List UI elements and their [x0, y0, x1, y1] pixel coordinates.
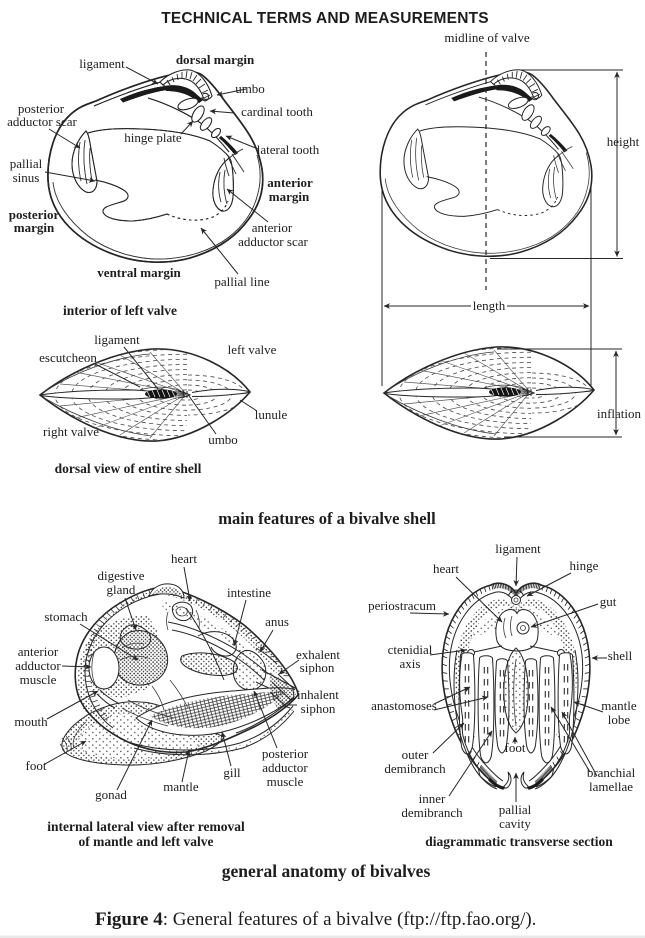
- svg-text:pallial: pallial: [10, 156, 43, 171]
- svg-text:ventral margin: ventral margin: [97, 265, 181, 280]
- svg-text:internal lateral view after re: internal lateral view after removal: [47, 819, 245, 834]
- svg-text:escutcheon: escutcheon: [39, 350, 97, 365]
- svg-text:general anatomy of bivalves: general anatomy of bivalves: [222, 861, 431, 881]
- svg-text:posterior: posterior: [262, 746, 309, 761]
- svg-text:digestive: digestive: [98, 568, 145, 583]
- svg-text:lateral tooth: lateral tooth: [257, 142, 320, 157]
- svg-text:adductor scar: adductor scar: [7, 114, 77, 129]
- svg-text:umbo: umbo: [235, 81, 265, 96]
- svg-text:interior of left valve: interior of left valve: [63, 303, 177, 318]
- svg-text:umbo: umbo: [208, 432, 238, 447]
- svg-text:gill: gill: [223, 765, 241, 780]
- svg-text:height: height: [607, 134, 640, 149]
- svg-text:mouth: mouth: [14, 714, 48, 729]
- svg-text:outer: outer: [402, 747, 429, 762]
- svg-text:adductor scar: adductor scar: [238, 234, 308, 249]
- svg-text:hinge plate: hinge plate: [124, 130, 182, 145]
- svg-text:TECHNICAL TERMS AND MEASUREMEN: TECHNICAL TERMS AND MEASUREMENTS: [161, 10, 489, 27]
- svg-text:mantle: mantle: [163, 779, 199, 794]
- svg-text:demibranch: demibranch: [401, 805, 463, 820]
- svg-text:inflation: inflation: [597, 406, 642, 421]
- svg-text:siphon: siphon: [300, 660, 335, 675]
- svg-text:gland: gland: [107, 582, 136, 597]
- svg-text:exhalent: exhalent: [296, 647, 340, 662]
- svg-text:lamellae: lamellae: [589, 779, 633, 794]
- svg-text:sinus: sinus: [13, 170, 40, 185]
- svg-text:gut: gut: [600, 594, 617, 609]
- svg-text:of mantle and left valve: of mantle and left valve: [79, 834, 214, 849]
- svg-text:anastomoses: anastomoses: [371, 698, 437, 713]
- svg-text:stomach: stomach: [44, 609, 88, 624]
- svg-text:ligament: ligament: [94, 332, 140, 347]
- svg-text:diagrammatic transverse sectio: diagrammatic transverse section: [425, 834, 613, 849]
- svg-text:length: length: [473, 298, 506, 313]
- svg-text:right valve: right valve: [43, 424, 99, 439]
- svg-text:gonad: gonad: [95, 787, 127, 802]
- svg-text:adductor: adductor: [15, 658, 61, 673]
- svg-text:midline of valve: midline of valve: [444, 30, 529, 45]
- svg-text:heart: heart: [171, 551, 197, 566]
- svg-text:adductor: adductor: [262, 760, 308, 775]
- svg-text:inner: inner: [419, 791, 446, 806]
- svg-text:ctenidial: ctenidial: [388, 642, 433, 657]
- svg-text:anus: anus: [265, 614, 289, 629]
- svg-text:margin: margin: [14, 220, 55, 235]
- svg-text:dorsal margin: dorsal margin: [176, 52, 255, 67]
- svg-text:posterior: posterior: [18, 101, 65, 116]
- svg-text:hinge: hinge: [570, 558, 599, 573]
- svg-text:cardinal tooth: cardinal tooth: [241, 104, 313, 119]
- svg-text:shell: shell: [608, 648, 633, 663]
- svg-text:pallial line: pallial line: [214, 274, 269, 289]
- svg-text:siphon: siphon: [301, 701, 336, 716]
- svg-text:muscle: muscle: [267, 774, 304, 789]
- svg-text:cavity: cavity: [499, 816, 531, 831]
- svg-text:foot: foot: [505, 740, 526, 755]
- svg-text:left valve: left valve: [228, 342, 277, 357]
- svg-text:ligament: ligament: [79, 56, 125, 71]
- svg-text:ligament: ligament: [495, 541, 541, 556]
- svg-text:posterior: posterior: [9, 207, 60, 222]
- svg-text:margin: margin: [269, 189, 310, 204]
- svg-text:axis: axis: [400, 656, 421, 671]
- svg-text:branchial: branchial: [587, 765, 636, 780]
- svg-text:main features of a bivalve she: main features of a bivalve shell: [218, 509, 436, 528]
- svg-text:anterior: anterior: [267, 175, 313, 190]
- svg-text:heart: heart: [433, 561, 459, 576]
- svg-text:mantle: mantle: [601, 698, 637, 713]
- svg-text:anterior: anterior: [18, 644, 59, 659]
- svg-text:intestine: intestine: [227, 585, 271, 600]
- svg-text:demibranch: demibranch: [384, 761, 446, 776]
- svg-text:muscle: muscle: [20, 672, 57, 687]
- svg-text:inhalent: inhalent: [297, 687, 339, 702]
- svg-text:Figure 4: General features of: Figure 4: General features of a bivalve …: [95, 909, 536, 930]
- svg-text:periostracum: periostracum: [368, 598, 436, 613]
- svg-text:anterior: anterior: [252, 220, 293, 235]
- svg-text:pallial: pallial: [499, 802, 532, 817]
- svg-text:foot: foot: [26, 758, 47, 773]
- svg-text:lunule: lunule: [255, 407, 288, 422]
- svg-text:lobe: lobe: [608, 712, 631, 727]
- svg-text:dorsal view of entire shell: dorsal view of entire shell: [55, 461, 202, 476]
